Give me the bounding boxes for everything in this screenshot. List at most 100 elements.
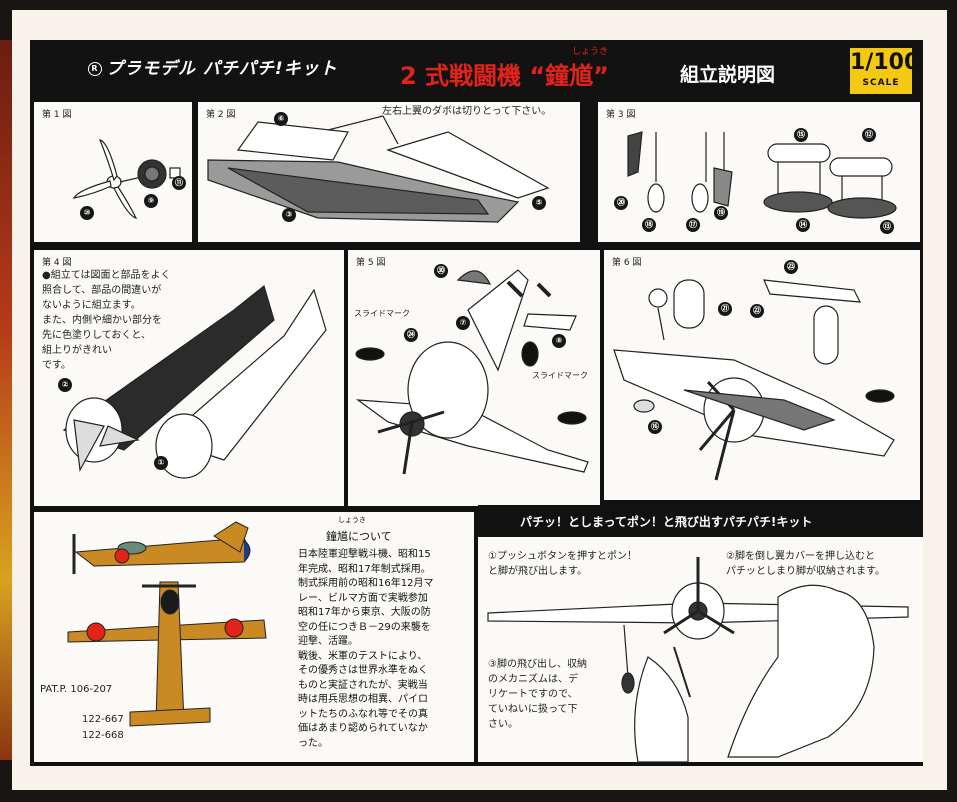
about-line: ットたちのふなれ等でその真: [298, 708, 428, 720]
step-3-text: ③脚の飛び出し、収納 のメカニズムは、デ リケートですので、 ていねいに扱って下…: [488, 657, 587, 732]
slide-mark-label: スライドマーク: [532, 371, 588, 380]
figure-4-note: ●組立ては図面と部品をよく 照合して、部品の間違いが ないように組立ます。 また…: [42, 268, 171, 373]
note-line: 組上りがきれい: [42, 345, 112, 356]
part-number-30: ㉚: [434, 264, 448, 278]
part-number-13: ⑬: [880, 220, 894, 234]
figure-label: 第 2 図: [206, 110, 236, 120]
part-number-6: ⑥: [274, 112, 288, 126]
scale-value: 1/100: [850, 50, 920, 75]
title-ruby: しょうき: [572, 47, 609, 57]
figure-label: 第 1 図: [42, 110, 72, 120]
part-number-7: ⑦: [456, 316, 470, 330]
part-number-24: ㉔: [404, 328, 418, 342]
plane-illustration: [67, 521, 267, 727]
part-number-23: ㉓: [784, 260, 798, 274]
about-ruby: しょうき: [338, 516, 366, 524]
figure-3-panel: 第 3 図 ⑳ ⑱ ⑰ ⑲ ⑮ ⑫: [598, 102, 920, 242]
part-number-14: ⑭: [796, 218, 810, 232]
about-line: った。: [298, 737, 328, 749]
step-line: のメカニズムは、デ: [488, 674, 578, 685]
scale-label: SCALE: [862, 78, 900, 88]
fuselage-drawing: [62, 284, 327, 479]
part-number-12: ⑫: [862, 128, 876, 142]
note-line: 照合して、部品の間違いが: [42, 285, 162, 296]
figure-label: 第 4 図: [42, 258, 72, 268]
note-line: ●組立ては図面と部品をよく: [42, 270, 171, 281]
landing-gear-drawing: [627, 131, 897, 219]
part-number-3: ③: [282, 208, 296, 222]
part-number-9: ⑨: [144, 194, 158, 208]
part-number-2: ②: [58, 378, 72, 392]
about-line: 時は用兵思想の相異、パイロ: [298, 694, 428, 705]
wing-drawing: [207, 115, 550, 223]
note-line: 先に色塗りしておくと、: [42, 330, 151, 341]
step-line: ③脚の飛び出し、収納: [488, 659, 587, 670]
brand-logo: R プラモデル パチパチ!キット: [88, 54, 338, 79]
part-number-15: ⑮: [794, 128, 808, 142]
figure-1-panel: 第 1 図 ⑩ ⑨ ⑪: [34, 102, 192, 242]
part-number-17: ⑰: [686, 218, 700, 232]
action-panel: ①プッシュボタンを押すとポン！ と脚が飛び出します。 ②脚を倒し翼カバーを押し込…: [478, 537, 923, 763]
hand-demo-drawing: [487, 557, 909, 763]
figure-label: 第 3 図: [606, 110, 636, 120]
note-line: です。: [42, 360, 71, 371]
about-line: 価はあまり認められていなか: [298, 723, 428, 734]
note-line: ないように組立ます。: [42, 300, 141, 311]
step-line: ①プッシュボタンを押すとポン！: [488, 551, 637, 562]
part-number-22: ㉒: [750, 304, 764, 318]
about-panel: PAT.P. 106-207 122-667 122-668: [34, 512, 474, 762]
step-line: パチッとしまり脚が収納されます。: [726, 566, 885, 577]
about-line: その優秀さは世界水準をぬく: [298, 665, 428, 676]
part-number-19: ⑲: [714, 206, 728, 220]
about-line: 迎撃、活躍。: [298, 636, 358, 647]
part-number-5: ⑤: [532, 196, 546, 210]
about-line: 戦後、米軍のテストにより、: [298, 650, 428, 662]
step-line: ていねいに扱って下: [488, 704, 578, 715]
step-1-text: ①プッシュボタンを押すとポン！ と脚が飛び出します。: [488, 549, 637, 579]
assembled-plane-drawing: [355, 269, 589, 475]
about-line: 年完成、昭和17年制式採用。: [298, 563, 431, 575]
part-code: 122-667: [82, 714, 124, 725]
part-number-16: ⑯: [648, 420, 662, 434]
action-banner-text: パチッ！としまってポン！と飛び出すパチパチ!キット: [520, 515, 813, 529]
figure-5-panel: 第 5 図 スライドマーク スライドマーク ㉚ ⑦ ⑧ ㉔: [348, 250, 600, 506]
step-line: ②脚を倒し翼カバーを押し込むと: [726, 551, 875, 562]
about-line: ものと実証されたが、実戦当: [298, 679, 428, 691]
part-number-18: ⑱: [642, 218, 656, 232]
action-banner: パチッ！としまってポン！と飛び出すパチパチ!キット: [478, 505, 923, 537]
figure-label: 第 6 図: [612, 258, 642, 268]
about-title: 鐘馗について: [326, 530, 392, 543]
figure-6-panel: 第 6 図 ㉓ ㉑ ㉒ ⑯: [604, 250, 920, 500]
about-line: 空の任につきＢ－29の来襲を: [298, 621, 431, 633]
part-code: 122-668: [82, 730, 124, 741]
about-line: レー、ビルマ方面で実戦参加: [298, 592, 428, 604]
part-number-20: ⑳: [614, 196, 628, 210]
about-line: 日本陸軍迎撃戦斗機、昭和15: [298, 549, 431, 560]
step-line: リケートですので、: [488, 689, 578, 700]
brand-text: プラモデル パチパチ!キット: [106, 59, 338, 79]
step-2-text: ②脚を倒し翼カバーを押し込むと パチッとしまり脚が収納されます。: [726, 549, 885, 579]
propeller-drawing: [72, 139, 181, 219]
step-line: と脚が飛び出します。: [488, 566, 587, 577]
patent-number: PAT.P. 106-207: [40, 684, 113, 695]
slide-mark-label: スライドマーク: [354, 309, 410, 318]
note-line: また、内側や細かい部分を: [42, 315, 162, 326]
about-text: 日本陸軍迎撃戦斗機、昭和15 年完成、昭和17年制式採用。 制式採用前の昭和16…: [298, 548, 470, 751]
scale-badge: 1/100 SCALE: [850, 48, 920, 94]
part-number-8: ⑧: [552, 334, 566, 348]
part-number-1: ①: [154, 456, 168, 470]
about-line: 昭和17年から東京、大阪の防: [298, 607, 431, 618]
part-number-10: ⑩: [80, 206, 94, 220]
registered-icon: R: [88, 62, 102, 76]
underside-drawing: [613, 279, 895, 481]
part-number-11: ⑪: [172, 176, 186, 190]
about-line: 制式採用前の昭和16年12月マ: [298, 578, 434, 589]
page-subtitle: 組立説明図: [680, 64, 776, 86]
step-line: さい。: [488, 719, 518, 730]
figure-2-note: 左右上翼のダボは切りとって下さい。: [382, 106, 552, 117]
figure-label: 第 5 図: [356, 258, 386, 268]
figure-2-panel: 第 2 図 左右上翼のダボは切りとって下さい。 ⑥ ③ ⑤: [198, 102, 580, 242]
part-number-21: ㉑: [718, 302, 732, 316]
